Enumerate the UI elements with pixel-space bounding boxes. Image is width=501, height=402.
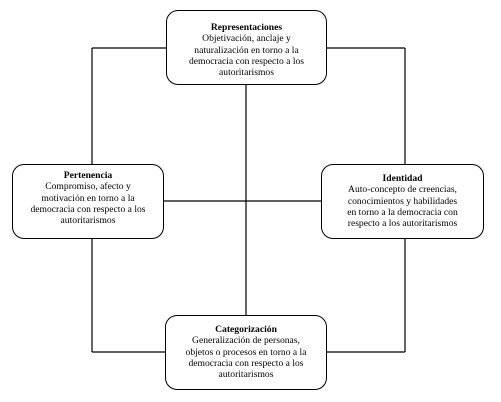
node-categorizacion-line-1: Generalización de personas, <box>192 335 300 347</box>
node-representaciones-line-1: Objetivación, anclaje y <box>202 33 291 45</box>
node-identidad-line-3: en torno a la democracia con <box>347 206 458 218</box>
node-pertenencia-title: Pertenencia <box>63 170 113 181</box>
node-categorizacion-line-3: democracia con respecto a los <box>188 357 304 369</box>
node-pertenencia-line-2: motivación en torno a la <box>41 192 135 204</box>
node-representaciones-line-2: naturalización en torno a la <box>194 44 299 56</box>
node-pertenencia-line-4: autoritarismos <box>60 215 116 227</box>
node-categorizacion-title: Categorización <box>215 324 277 335</box>
node-representaciones-title: Representaciones <box>210 22 283 33</box>
node-identidad: Identidad Auto-concepto de creencias, co… <box>321 164 484 239</box>
node-identidad-title: Identidad <box>382 173 423 184</box>
node-pertenencia: Pertenencia Compromiso, afecto y motivac… <box>12 164 164 239</box>
node-representaciones-line-3: democracia con respecto a los <box>188 55 305 67</box>
node-identidad-line-4: respecto a los autoritarismos <box>347 218 458 230</box>
node-representaciones-line-4: autoritarismos <box>219 67 274 79</box>
node-categorizacion: Categorización Generalización de persona… <box>165 315 327 390</box>
node-pertenencia-line-1: Compromiso, afecto y <box>45 181 131 193</box>
node-categorizacion-line-2: objetos o procesos en torno a la <box>185 346 307 358</box>
node-identidad-line-1: Auto-concepto de creencias, <box>348 184 457 196</box>
node-pertenencia-line-3: democracia con respecto a los <box>30 203 146 215</box>
node-categorizacion-line-4: autoritarismos <box>218 369 274 381</box>
node-representaciones: Representaciones Objetivación, anclaje y… <box>166 10 327 85</box>
node-identidad-line-2: conocimientos y habilidades <box>347 195 458 207</box>
